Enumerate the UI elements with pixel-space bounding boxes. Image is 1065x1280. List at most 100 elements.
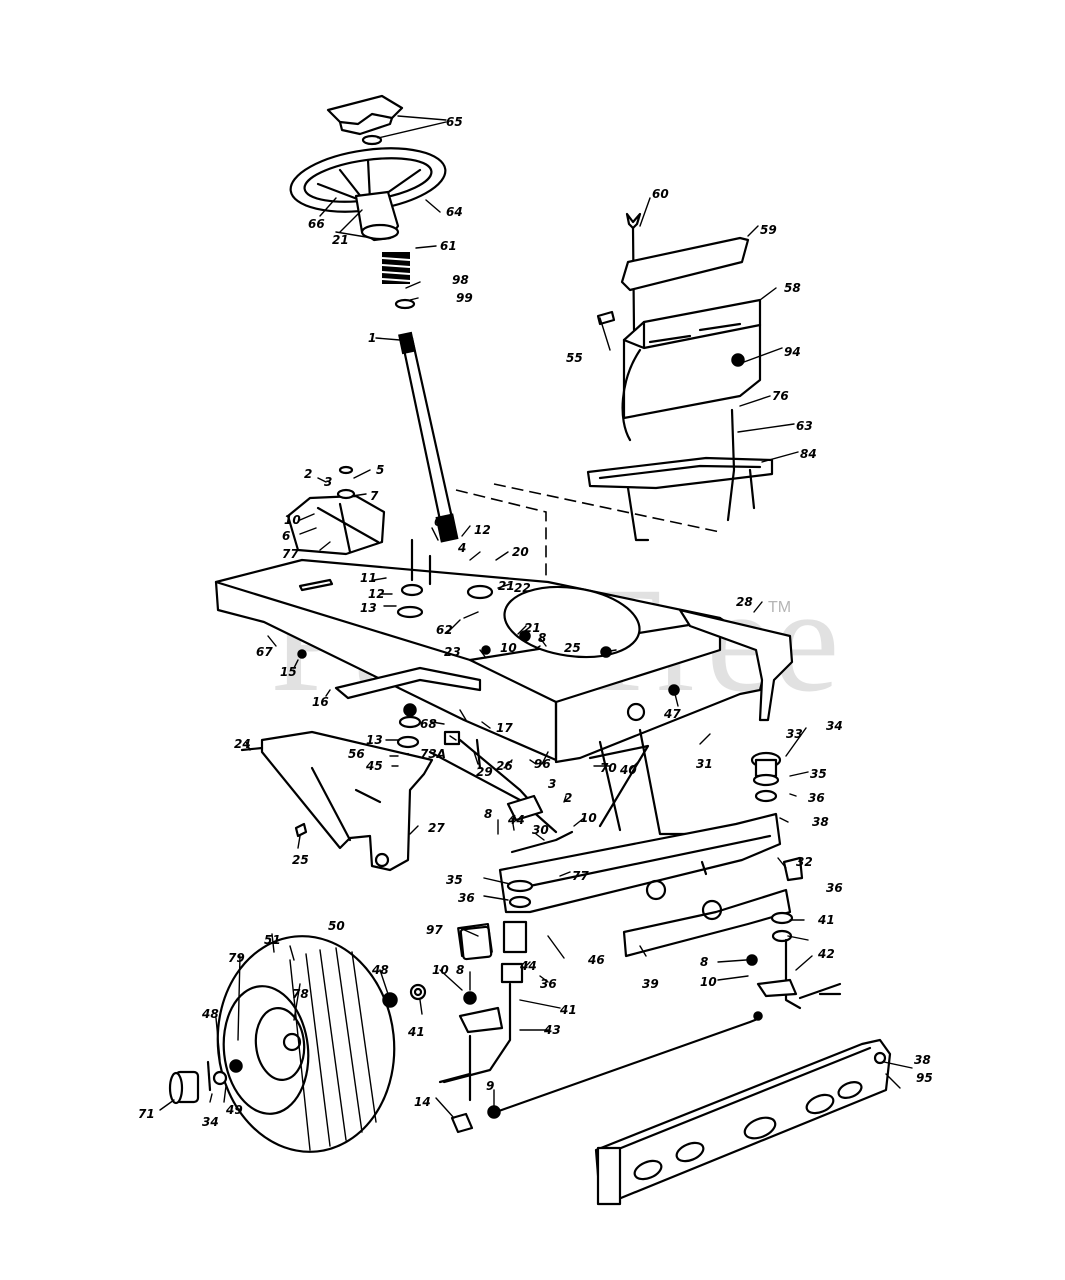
part-label: 62 <box>436 623 453 637</box>
steering-cap <box>326 94 404 146</box>
wheel-hardware <box>168 925 493 1105</box>
part-label: 58 <box>784 281 801 295</box>
tie-rod <box>438 1016 762 1114</box>
part-label: 3 <box>324 475 332 489</box>
part-label: 78 <box>292 987 309 1001</box>
part-label: 6 <box>282 529 290 543</box>
part-label: 50 <box>328 919 345 933</box>
part-labels: 65 64 66 21 61 98 99 1 60 59 58 55 94 76… <box>138 115 933 1129</box>
part-label: 48 <box>371 963 389 977</box>
spindle-left <box>442 879 534 1134</box>
part-label: 41 <box>407 1025 425 1039</box>
leader-lines <box>159 115 913 1119</box>
part-label: 66 <box>308 217 325 231</box>
steering-gear-plate <box>286 465 386 556</box>
front-bumper <box>594 1038 892 1206</box>
part-label: 8 <box>538 631 546 645</box>
part-label: 1 <box>368 331 376 345</box>
part-label: 64 <box>446 205 463 219</box>
part-label: 42 <box>817 947 835 961</box>
part-label: 21 <box>332 233 349 247</box>
part-label: 7 <box>370 489 379 503</box>
part-label: 34 <box>202 1115 219 1129</box>
battery <box>596 298 762 442</box>
part-label: 25 <box>564 641 581 655</box>
part-label: 17 <box>496 721 513 735</box>
part-label: 59 <box>760 223 777 237</box>
part-label: 47 <box>663 707 681 721</box>
part-label: 24 <box>234 737 251 751</box>
steering-wheel <box>289 147 447 242</box>
part-label: 9 <box>486 1079 494 1093</box>
part-label: 31 <box>696 757 713 771</box>
part-label: 23 <box>444 645 461 659</box>
part-label: 27 <box>428 821 445 835</box>
part-label: 84 <box>800 447 817 461</box>
battery-hold-down <box>620 236 750 292</box>
part-label: 12 <box>368 587 385 601</box>
part-label: 65 <box>446 115 463 129</box>
part-label: 10 <box>284 513 301 527</box>
part-label: 63 <box>796 419 813 433</box>
part-label: 43 <box>543 1023 561 1037</box>
part-label: 35 <box>810 767 827 781</box>
part-label: 8 <box>456 963 464 977</box>
part-label: 13 <box>366 733 383 747</box>
part-label: 94 <box>784 345 801 359</box>
part-label: 36 <box>458 891 475 905</box>
part-label: 56 <box>348 747 365 761</box>
part-label: 2 <box>304 467 312 481</box>
part-label: 46 <box>587 953 605 967</box>
front-wheel <box>216 935 396 1153</box>
part-label: 33 <box>786 727 803 741</box>
part-label: 10 <box>432 963 449 977</box>
part-label: 11 <box>360 571 377 585</box>
part-label: 60 <box>652 187 669 201</box>
part-label: 40 <box>619 763 637 777</box>
part-label: 8 <box>700 955 708 969</box>
part-label: 21 <box>498 579 515 593</box>
part-label: 63 <box>434 515 451 529</box>
part-label: 10 <box>580 811 597 825</box>
part-label: 48 <box>201 1007 219 1021</box>
part-label: 38 <box>914 1053 931 1067</box>
steering-shaft <box>394 298 459 543</box>
part-label: 71 <box>138 1107 155 1121</box>
part-label: 5 <box>376 463 384 477</box>
part-label: 36 <box>826 881 843 895</box>
part-label: 95 <box>916 1071 933 1085</box>
part-label: 44 <box>519 959 537 973</box>
part-label: 30 <box>532 823 549 837</box>
part-label: 77 <box>282 547 299 561</box>
part-label: 73A <box>420 747 446 761</box>
part-label: 55 <box>566 351 583 365</box>
part-label: 21 <box>524 621 541 635</box>
part-label: 2 <box>564 791 572 805</box>
part-label: 25 <box>292 853 309 867</box>
part-label: 10 <box>500 641 517 655</box>
part-label: 16 <box>312 695 329 709</box>
part-label: 36 <box>540 977 557 991</box>
part-label: 45 <box>365 759 383 773</box>
part-label: 32 <box>796 855 813 869</box>
part-label: 70 <box>600 761 617 775</box>
part-label: 22 <box>514 581 531 595</box>
part-label: 61 <box>440 239 457 253</box>
part-label: 41 <box>559 1003 577 1017</box>
part-label: 26 <box>496 759 513 773</box>
front-axle <box>498 812 792 958</box>
part-label: 67 <box>256 645 273 659</box>
part-label: 4 <box>457 541 466 555</box>
spindle-right <box>746 856 842 1021</box>
battery-tray <box>586 408 774 542</box>
part-label: 41 <box>817 913 835 927</box>
part-label: 99 <box>456 291 473 305</box>
part-label: 49 <box>225 1103 243 1117</box>
part-label: 38 <box>812 815 829 829</box>
drag-link-26 <box>428 750 574 854</box>
axle-bracket-27 <box>240 730 434 872</box>
part-label: 98 <box>452 273 469 287</box>
part-label: 14 <box>414 1095 431 1109</box>
part-label: 39 <box>642 977 659 991</box>
part-label: 51 <box>264 933 281 947</box>
